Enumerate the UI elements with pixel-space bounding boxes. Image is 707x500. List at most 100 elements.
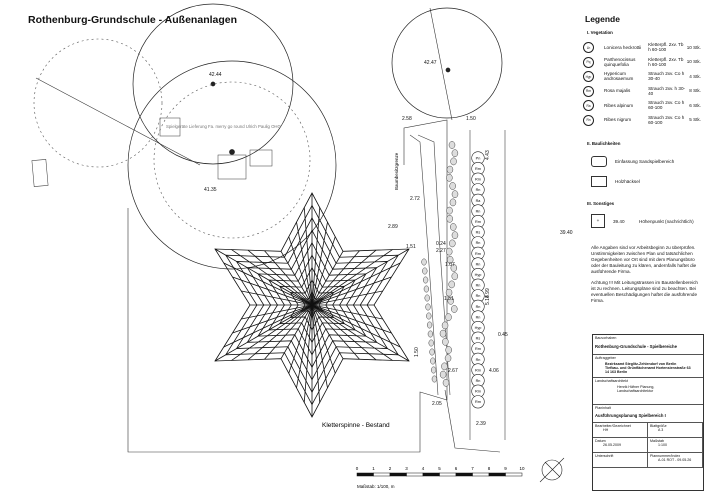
plant-code: Rm (583, 85, 594, 97)
scale-tick-label: 9 (504, 466, 507, 471)
plant-code: Rn (583, 114, 594, 126)
tb-meta-cell: Unterschrift (593, 453, 648, 468)
plant-spec: Kletterpfl. 2xv. Tb h 60-100 (648, 42, 684, 53)
shrub-code: Ra (476, 199, 482, 203)
dimension-value: 2.67 (448, 368, 458, 374)
shrub-code: Rm (475, 368, 481, 372)
shrub-code: Rn (476, 379, 481, 383)
shrub-code: Rn (476, 284, 481, 288)
shrub-code: Pn (476, 156, 481, 160)
dimension-value: 41.35 (204, 187, 217, 193)
legend-heading: Legende (585, 14, 620, 24)
dimension-value: 2.27 (436, 248, 446, 254)
scale-tick-label: 7 (471, 466, 474, 471)
play-equipment (31, 117, 273, 187)
fence-label: Baumbesitzgrenze (394, 152, 399, 190)
sandpit-stones (421, 141, 459, 387)
scale-tick-label: 2 (389, 466, 392, 471)
plant-name: Ribes alpinum (604, 102, 634, 108)
tb-landschaftsarchitekt: Landschaftsarchitekt Henrik Häfner Planu… (593, 378, 703, 405)
shrub-code: Rm (475, 178, 481, 182)
property-lines (35, 7, 501, 453)
plant-code: Lh (583, 42, 594, 54)
dimension-value: 1.51 (444, 296, 454, 302)
dimension-value: 2.89 (388, 224, 398, 230)
plant-symbol-icon: Pq (581, 56, 596, 68)
tb-planinhalt: Planinhalt Ausführungsplanung Spielberei… (593, 405, 703, 423)
dimension-value: 0.45 (498, 332, 508, 338)
plant-spec: Strauch 2xv. Co h 30-40 (648, 71, 685, 82)
legend-plant-row: Pq Parthenocissus quinquefolia Kletterpfl.… (533, 55, 701, 70)
tree-canopy-left (132, 3, 294, 165)
shrub-code: Rm (475, 220, 481, 224)
scale-tick-label: 5 (438, 466, 441, 471)
dimension-value: 2.39 (476, 421, 486, 427)
legend-row-hoehe: + 39.40 Höhenpunkt (nachrichtlich) (591, 211, 701, 231)
shrub-code: Rs (476, 337, 481, 341)
dimension-value: 2.72 (410, 196, 420, 202)
legend-section-sonstiges: III. Sonstiges (587, 201, 615, 206)
spider-label: Kletterspinne - Bestand (322, 422, 390, 429)
elevation-point-icon: + (591, 214, 605, 228)
tb-auftraggeber: Auftraggeber Bezirksamt Steglitz-Zehlend… (593, 355, 703, 378)
plant-name: Hypericum androsaemum (604, 71, 634, 82)
legend-note-2: Achtung !!! Mit Leitungstrassen im Baust… (591, 280, 698, 303)
tb-bauvorhaben: Bauvorhaben Rothenburg-Grundschule - Spi… (593, 335, 703, 355)
dimension-value: 4.43 (485, 150, 491, 160)
dimension-value: 5.18 (485, 295, 491, 305)
tree-canopy-right (391, 7, 503, 119)
shrub-code: Rn (476, 358, 481, 362)
page-title: Rothenburg-Grundschule - Außenanlagen (28, 14, 238, 26)
plant-qty: 4 Stk. (689, 73, 702, 79)
shrub-code: Rm (475, 252, 481, 256)
legend-section-vegetation: I. Vegetation (587, 30, 613, 35)
plant-symbol-icon: Ra (581, 99, 596, 112)
plant-qty: 6 Stk. (689, 102, 702, 108)
shrub-code: Rn (476, 262, 481, 266)
plant-code: Pq (583, 56, 594, 68)
north-arrow-icon (539, 457, 565, 483)
woodchip-icon (591, 175, 607, 187)
plant-name: Parthenocissus quinquefolia (604, 56, 636, 67)
dimension-value: 1.50 (466, 116, 476, 122)
tree-canopies (127, 3, 503, 270)
scale-tick-label: 4 (422, 466, 425, 471)
shrub-code: Rn (476, 305, 481, 309)
dashed-contours (33, 38, 311, 239)
shrub-code: Rs (476, 231, 481, 235)
scale-tick-label: 3 (405, 466, 408, 471)
plant-qty: 10 Stk. (686, 44, 702, 50)
shrub-code: Rn (476, 188, 481, 192)
plant-symbol-icon: Rm (581, 85, 596, 97)
shrub-code: Rm (475, 167, 481, 171)
dimension-value: 2.05 (432, 401, 442, 407)
plant-code: Ra (583, 100, 594, 112)
shrub-code: Hyp (475, 326, 482, 330)
dimension-value: 1.51 (406, 244, 416, 250)
shrub-code: Rm (475, 400, 481, 404)
scale-tick-label: 0 (356, 466, 359, 471)
plant-code: Hyp (583, 71, 594, 83)
dimension-value: 39.40 (560, 230, 573, 236)
plant-qty: 8 Stk. (689, 88, 702, 94)
scale-tick-label: 1 (372, 466, 375, 471)
dimension-value: 0.24 (436, 241, 446, 247)
shrub-code: Hyp (475, 273, 482, 277)
legend-plant-row: Hyp Hypericum androsaemum Strauch 2xv. Co … (533, 69, 701, 84)
plant-spec: Kletterpfl. 2xv. Tb h 60-100 (648, 56, 684, 67)
plant-symbol-icon: Lh (581, 41, 596, 54)
shrub-code: Rn (476, 241, 481, 245)
dimension-value: 1.50 (414, 347, 420, 357)
spider-climbing-net (214, 192, 410, 418)
dimension-value: 1.07 (445, 262, 455, 268)
title-block: Bauvorhaben Rothenburg-Grundschule - Spi… (592, 334, 704, 491)
shrub-code: Rn (476, 315, 481, 319)
